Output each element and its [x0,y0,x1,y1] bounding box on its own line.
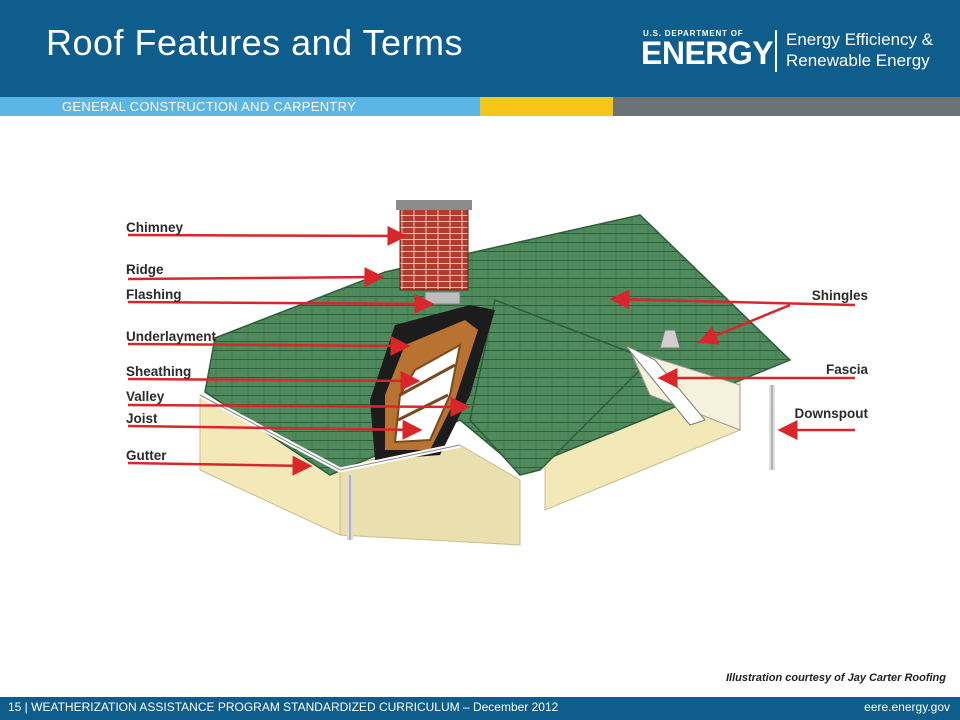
page-title: Roof Features and Terms [46,22,464,63]
eere-line-1: Energy Efficiency & [786,30,934,49]
doe-logo-small-text: U.S. DEPARTMENT OF [643,29,744,38]
arrow-gutter [127,455,313,476]
arrow-shingles-2 [697,303,791,345]
chimney [399,204,469,291]
footer-bar [0,697,960,720]
subtitle-band-blue [0,97,480,116]
label-flashing: Flashing [126,287,182,302]
arrow-sheathing [127,370,421,391]
roof-diagram: Chimney Ridge Flashing Underlayment Shea… [126,200,869,546]
label-sheathing: Sheathing [126,364,191,379]
arrow-flashing [127,293,435,314]
subtitle-band-yellow [480,97,613,116]
eere-line-2: Renewable Energy [786,51,930,70]
logo-divider [775,30,777,72]
label-ridge: Ridge [126,262,164,277]
arrow-shingles [609,289,856,310]
label-downspout: Downspout [795,406,869,421]
label-chimney: Chimney [126,220,184,235]
label-gutter: Gutter [126,448,167,463]
section-subtitle: GENERAL CONSTRUCTION AND CARPENTRY [62,99,357,114]
arrow-valley [127,396,471,417]
illustration-credit: Illustration courtesy of Jay Carter Roof… [725,672,946,684]
arrow-underlayment [127,335,411,356]
arrow-ridge [127,267,385,288]
roof-gable [469,298,652,476]
header-bar [0,0,960,97]
label-shingles: Shingles [812,288,868,303]
footer-left-text: 15 | WEATHERIZATION ASSISTANCE PROGRAM S… [8,700,559,714]
subtitle-band-gray [613,97,960,116]
doe-logo-energy-text: ENERGY [641,35,774,71]
label-joist: Joist [126,411,158,426]
label-underlayment: Underlayment [126,329,217,344]
arrow-joist [127,419,423,440]
label-valley: Valley [126,389,165,404]
label-fascia: Fascia [826,362,869,377]
footer-link[interactable]: eere.energy.gov [864,700,950,714]
arrow-chimney [127,225,408,246]
